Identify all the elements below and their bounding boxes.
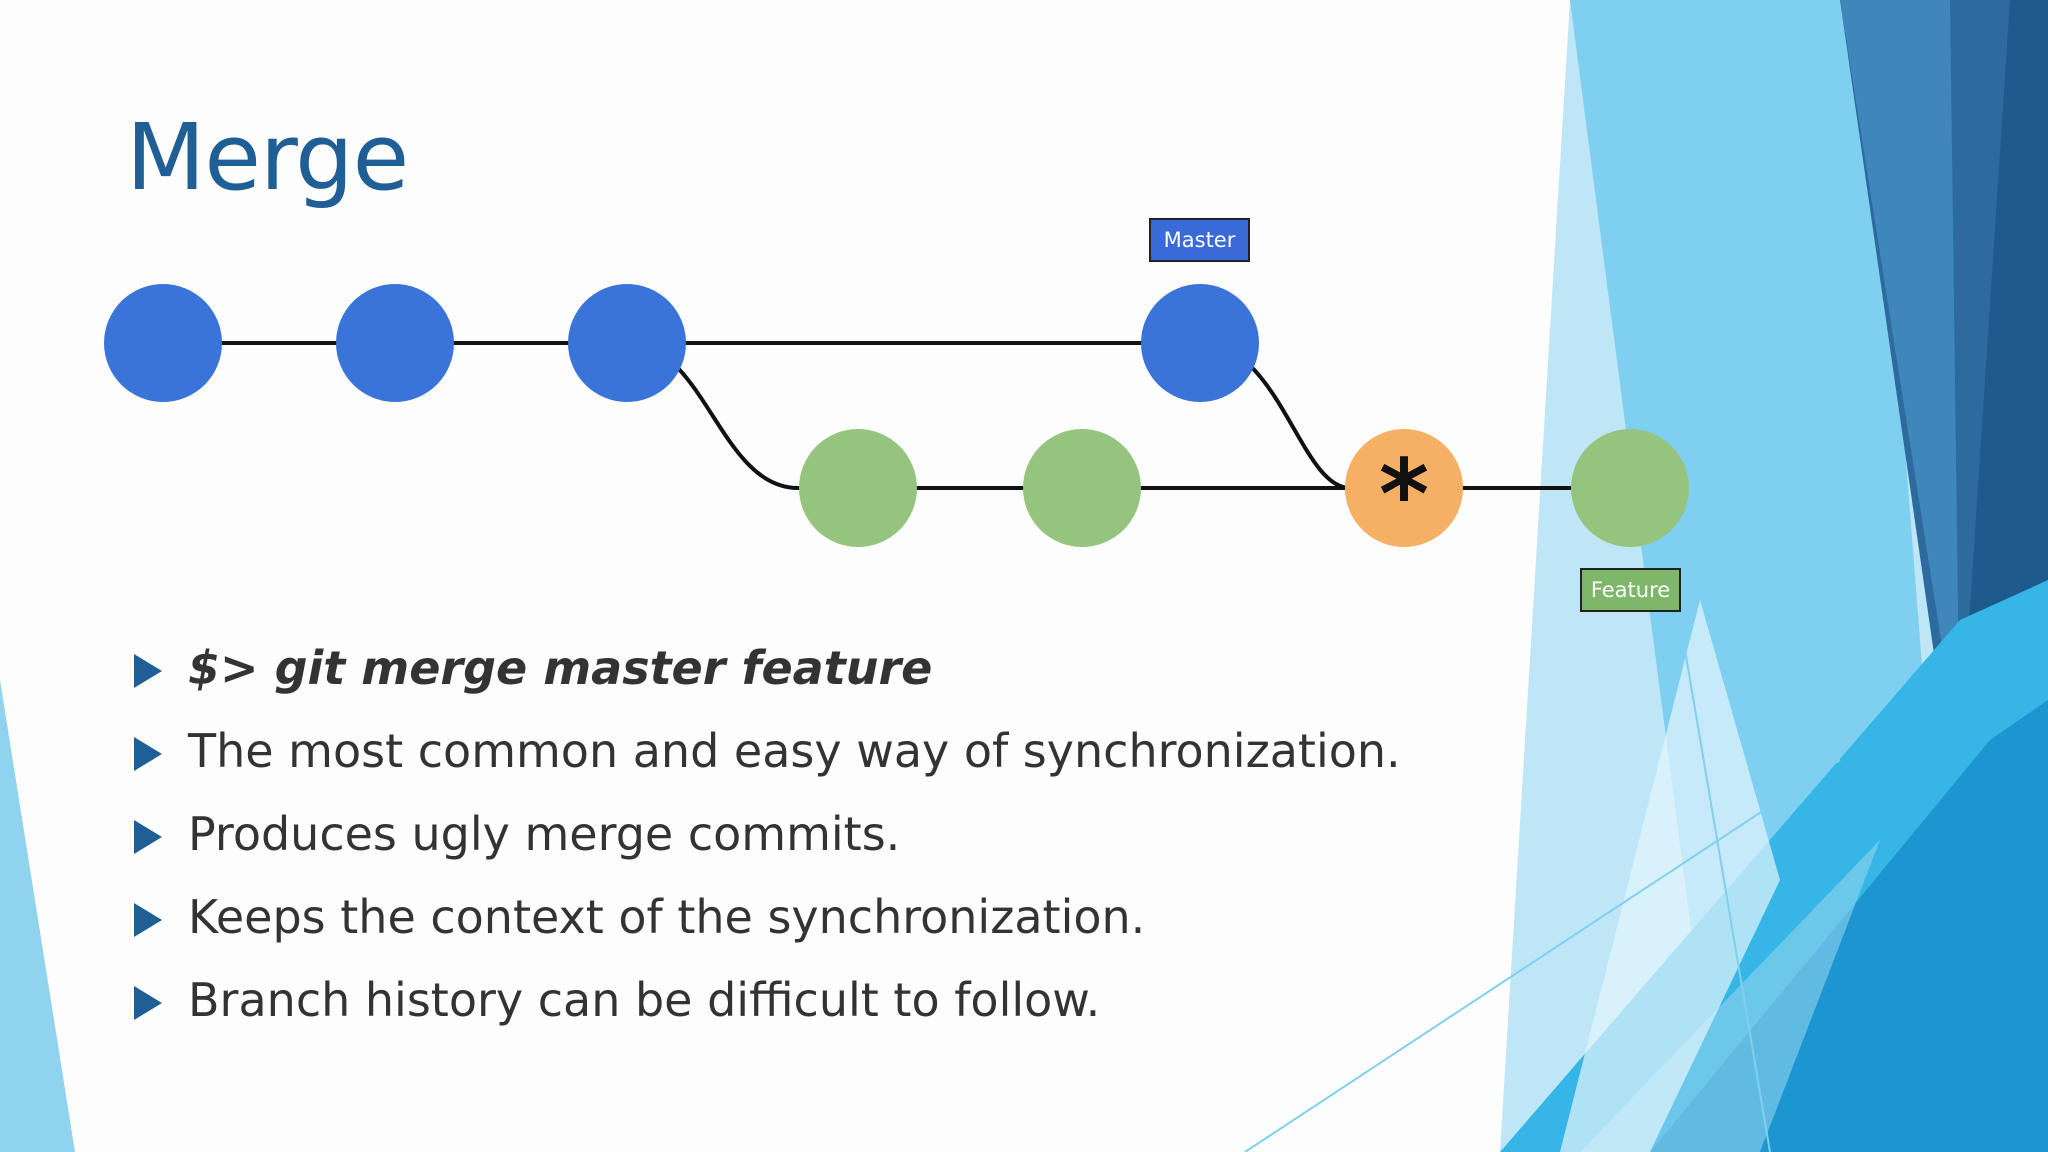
bullet-item: The most common and easy way of synchron… [130, 713, 1401, 796]
bullet-text: $> git merge master feature [188, 641, 933, 695]
feature-branch-label: Feature [1580, 568, 1681, 612]
feature-commit-2 [1023, 429, 1141, 547]
bullet-text: Branch history can be difficult to follo… [188, 973, 1101, 1027]
feature-commit-1 [799, 429, 917, 547]
bullet-arrow-icon [134, 737, 162, 771]
bullet-text: Produces ugly merge commits. [188, 807, 901, 861]
bullet-arrow-icon [134, 903, 162, 937]
bullet-arrow-icon [134, 820, 162, 854]
slide-title: Merge [126, 104, 409, 211]
bullet-arrow-icon [134, 986, 162, 1020]
master-commit-2 [336, 284, 454, 402]
bullet-item: Branch history can be difficult to follo… [130, 962, 1401, 1045]
bullet-list: $> git merge master feature The most com… [130, 630, 1401, 1045]
bullet-text: Keeps the context of the synchronization… [188, 890, 1146, 944]
master-branch-label: Master [1149, 218, 1250, 262]
bullet-text: The most common and easy way of synchron… [188, 724, 1401, 778]
merge-symbol: * [1379, 439, 1429, 551]
bullet-item: Keeps the context of the synchronization… [130, 879, 1401, 962]
feature-commit-3 [1571, 429, 1689, 547]
merge-commit [1345, 429, 1463, 547]
bullet-item: $> git merge master feature [130, 630, 1401, 713]
bullet-arrow-icon [134, 654, 162, 688]
master-commit-3 [568, 284, 686, 402]
master-commit-1 [104, 284, 222, 402]
bullet-item: Produces ugly merge commits. [130, 796, 1401, 879]
master-commit-4 [1141, 284, 1259, 402]
